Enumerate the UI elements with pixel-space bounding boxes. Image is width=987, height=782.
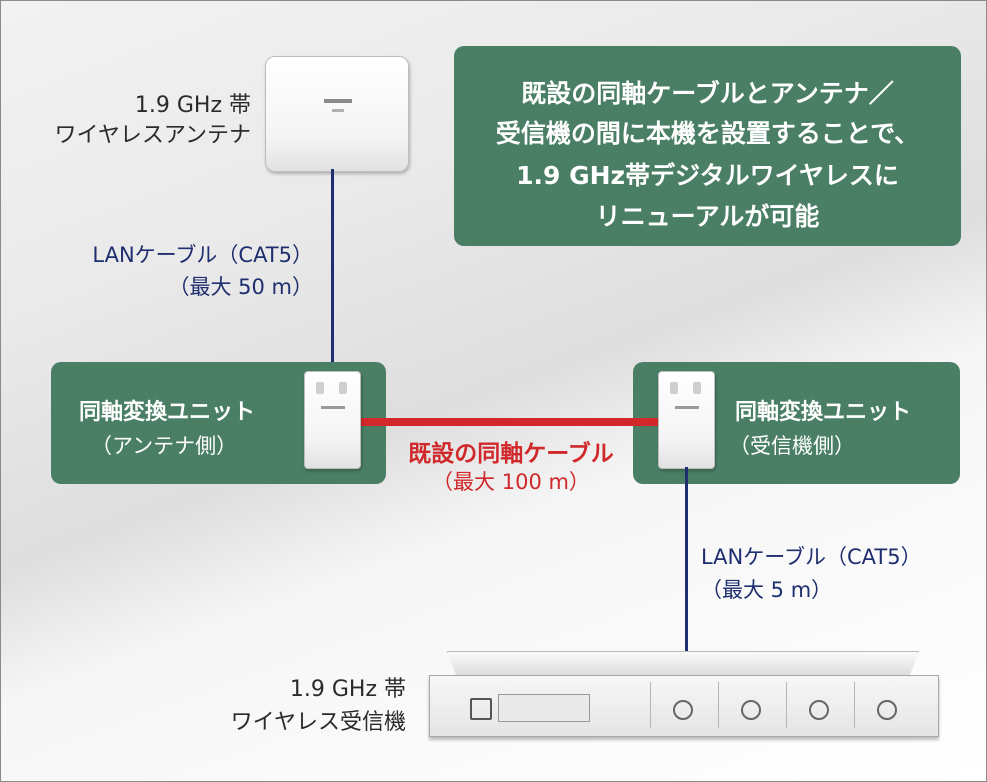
antenna-label-line2: ワイヤレスアンテナ [54,123,251,148]
callout-box: 既設の同軸ケーブルとアンテナ／ 受信機の間に本機を設置することで、 1.9 GH… [454,46,961,246]
channel-panel-4 [854,682,917,728]
coax-cable-line [359,418,659,426]
logo-mark [321,406,345,409]
knob-icon [809,700,829,720]
connector-a [670,382,678,394]
coax-label-line2: （最大 100 m） [432,470,590,494]
coax-converter-unit-icon-left [304,371,361,469]
unit-left-subtitle: （アンテナ側） [91,434,238,458]
callout-line-1: 既設の同軸ケーブルとアンテナ／ [521,79,894,108]
callout-line-2: 受信機の間に本機を設置することで、 [495,119,920,148]
receiver-front-panel [429,675,939,737]
connector-a [316,382,324,394]
antenna-logo-sub [332,109,344,112]
wireless-antenna-icon [265,56,409,172]
power-button-icon [470,698,492,720]
connector-b [693,382,701,394]
unit-right-subtitle: （受信機側） [729,434,855,458]
lan-cable-top-line2: （最大 50 m） [168,275,313,299]
unit-right-title: 同軸変換ユニット [735,400,912,425]
lan-cable-top-line1: LANケーブル（CAT5） [92,243,313,267]
knob-icon [673,700,693,720]
lan-cable-bottom-line2: （最大 5 m） [701,578,833,602]
knob-icon [877,700,897,720]
knob-icon [741,700,761,720]
display-window [498,694,590,722]
antenna-label-line1: 1.9 GHz 帯 [134,93,251,118]
unit-left-title: 同軸変換ユニット [79,400,256,425]
lan-cable-line-bottom [685,467,688,653]
rack-receiver-icon [429,651,939,743]
receiver-label-line1: 1.9 GHz 帯 [289,677,406,702]
lan-cable-bottom-line1: LANケーブル（CAT5） [701,545,922,569]
channel-panel-2 [718,682,781,728]
connector-b [339,382,347,394]
coax-converter-unit-icon-right [658,371,715,469]
receiver-label-line2: ワイヤレス受信機 [230,710,406,735]
lan-cable-line-top [331,169,334,374]
callout-line-3: 1.9 GHz帯デジタルワイヤレスに [516,161,899,190]
logo-mark [675,406,699,409]
callout-line-4: リニューアルが可能 [595,202,820,231]
channel-panel-1 [650,682,713,728]
receiver-top-face [447,651,919,676]
coax-label-line1: 既設の同軸ケーブル [408,441,614,467]
antenna-logo-mark [324,99,352,103]
channel-panel-3 [786,682,849,728]
